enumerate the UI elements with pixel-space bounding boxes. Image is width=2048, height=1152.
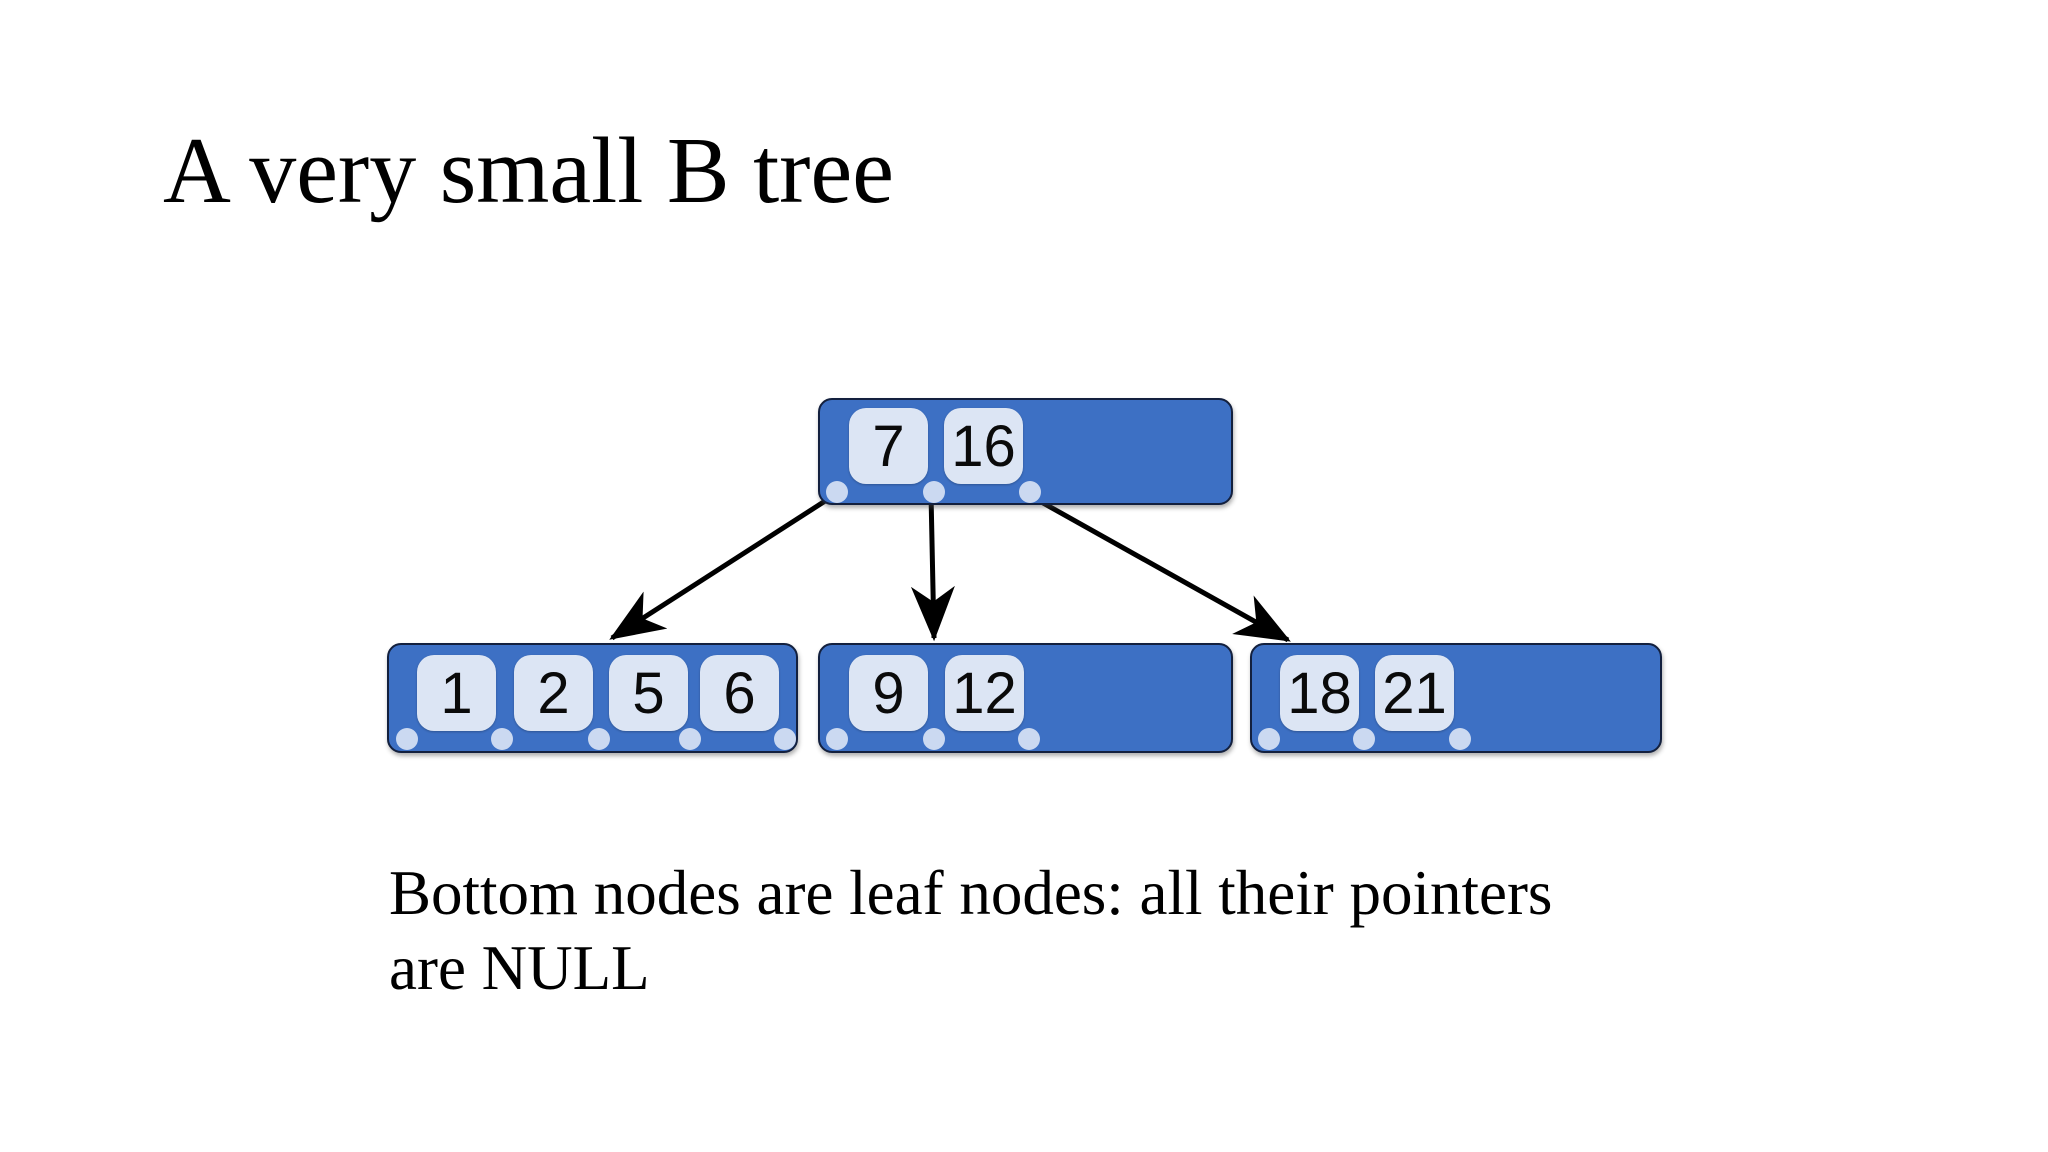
btree-leaf-node-middle: 9 12 — [818, 643, 1233, 753]
slide-title: A very small B tree — [163, 119, 894, 223]
arrow-root-to-right-leaf — [1025, 491, 1291, 643]
null-pointer-dot — [774, 728, 796, 750]
key-cell: 2 — [514, 655, 593, 731]
null-pointer-dot — [679, 728, 701, 750]
caption-line-1: Bottom nodes are leaf nodes: all their p… — [389, 858, 1553, 928]
arrow-root-to-left-leaf — [609, 491, 838, 641]
child-pointer-dot — [923, 481, 945, 503]
null-pointer-dot — [1449, 728, 1471, 750]
btree-root-node: 7 16 — [818, 398, 1233, 505]
caption-line-2: are NULL — [389, 932, 650, 1003]
null-pointer-dot — [826, 728, 848, 750]
key-cell: 6 — [700, 655, 779, 731]
key-cell: 16 — [944, 408, 1023, 484]
btree-leaf-node-right: 18 21 — [1250, 643, 1662, 753]
key-cell: 1 — [417, 655, 496, 731]
key-cell: 18 — [1280, 655, 1359, 731]
null-pointer-dot — [1353, 728, 1375, 750]
key-cell: 5 — [609, 655, 688, 731]
null-pointer-dot — [588, 728, 610, 750]
key-cell: 21 — [1375, 655, 1454, 731]
child-pointer-dot — [1019, 481, 1041, 503]
key-cell: 12 — [945, 655, 1024, 731]
null-pointer-dot — [491, 728, 513, 750]
null-pointer-dot — [396, 728, 418, 750]
null-pointer-dot — [923, 728, 945, 750]
null-pointer-dot — [1258, 728, 1280, 750]
arrow-root-to-middle-leaf — [910, 493, 955, 642]
null-pointer-dot — [1018, 728, 1040, 750]
key-cell: 9 — [849, 655, 928, 731]
btree-leaf-node-left: 1 2 5 6 — [387, 643, 798, 753]
child-pointer-dot — [826, 481, 848, 503]
caption: Bottom nodes are leaf nodes: all their p… — [389, 856, 1552, 1006]
key-cell: 7 — [849, 408, 928, 484]
